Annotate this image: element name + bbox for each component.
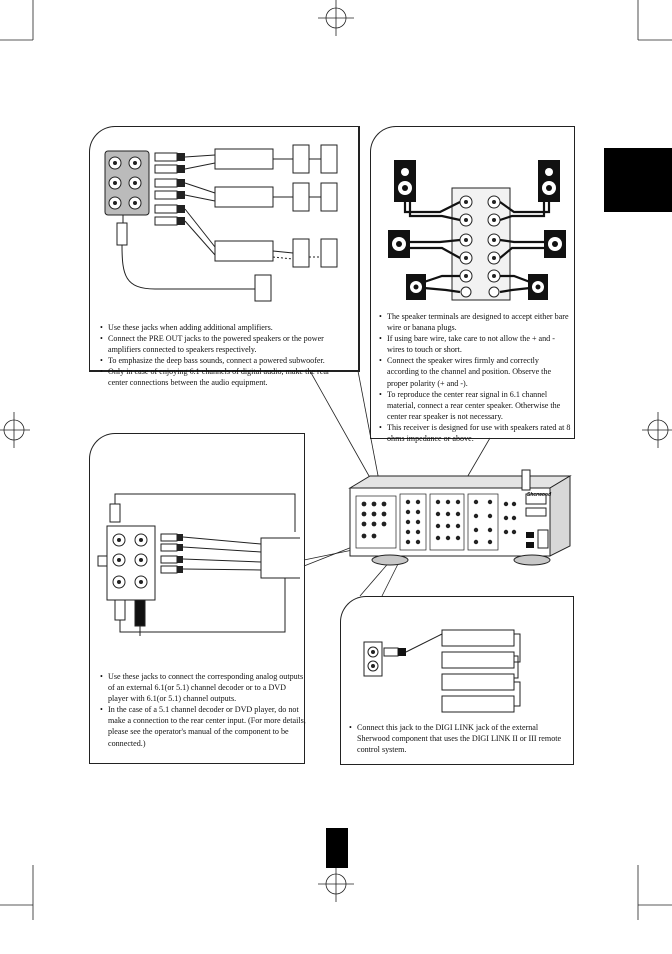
decoder-diagram: [97, 493, 300, 636]
speaker-rear-right: [528, 274, 548, 300]
digilink-diagram: [363, 629, 521, 713]
speaker-center-left: [388, 230, 410, 258]
speaker-rear-left: [406, 274, 426, 300]
speaker-bullet: This receiver is designed for use with s…: [379, 422, 571, 444]
pre-out-notes: Use these jacks when adding additional a…: [100, 322, 344, 389]
top-registration-target: [318, 0, 354, 36]
decoder-bullet-list: Use these jacks to connect the correspon…: [100, 671, 306, 749]
digilink-panel-frame: [340, 596, 574, 765]
speaker-bullet: If using bare wire, take care to not all…: [379, 333, 571, 355]
digilink-bullet: Connect this jack to the DIGI LINK jack …: [349, 722, 569, 755]
digilink-frame-left: [340, 622, 341, 764]
speaker-frame-left: [370, 152, 371, 438]
decoder-frame-top: [118, 433, 304, 434]
digilink-bullet-list: Connect this jack to the DIGI LINK jack …: [349, 722, 569, 755]
speaker-bullet-list: The speaker terminals are designed to ac…: [379, 311, 571, 444]
decoder-notes: Use these jacks to connect the correspon…: [100, 671, 306, 749]
language-tab: [604, 148, 672, 212]
pre-out-bullet: Only in case of enjoying 6.1 channels of…: [100, 366, 344, 388]
speaker-bullet: To reproduce the center rear signal in 6…: [379, 389, 571, 422]
speaker-front-right: [538, 160, 560, 202]
digilink-frame-top: [368, 596, 573, 597]
digilink-notes: Connect this jack to the DIGI LINK jack …: [349, 722, 569, 755]
pre-out-frame-left: [89, 152, 90, 371]
speaker-notes: The speaker terminals are designed to ac…: [379, 311, 571, 444]
speaker-bullet: The speaker terminals are designed to ac…: [379, 311, 571, 333]
speaker-front-left: [394, 160, 416, 202]
right-registration-target: [642, 412, 672, 448]
receiver-brand: Sherwood: [527, 492, 552, 498]
speaker-bullet: Connect the speaker wires firmly and cor…: [379, 355, 571, 388]
pre-out-bullet-list: Use these jacks when adding additional a…: [100, 322, 344, 389]
decoder-bullet: Use these jacks to connect the correspon…: [100, 671, 306, 704]
pre-out-bullet: To emphasize the deep bass sounds, conne…: [100, 355, 344, 366]
decoder-frame-left: [89, 459, 90, 763]
speaker-center-right: [544, 230, 566, 258]
pre-out-bullet: Use these jacks when adding additional a…: [100, 322, 344, 333]
decoder-bullet: In the case of a 5.1 channel decoder or …: [100, 704, 306, 748]
pre-out-bullet: Connect the PRE OUT jacks to the powered…: [100, 333, 344, 355]
receiver-rear-panel: [303, 370, 572, 597]
page-number-tab: [326, 828, 348, 868]
left-registration-target: [0, 412, 30, 448]
pre-out-frame-top: [120, 126, 358, 127]
decoder-panel-frame: [89, 433, 305, 764]
bottom-registration-target: [318, 866, 354, 902]
speaker-frame-top: [398, 126, 574, 127]
pre-out-diagram: [104, 144, 338, 302]
speaker-diagram: [388, 160, 566, 301]
